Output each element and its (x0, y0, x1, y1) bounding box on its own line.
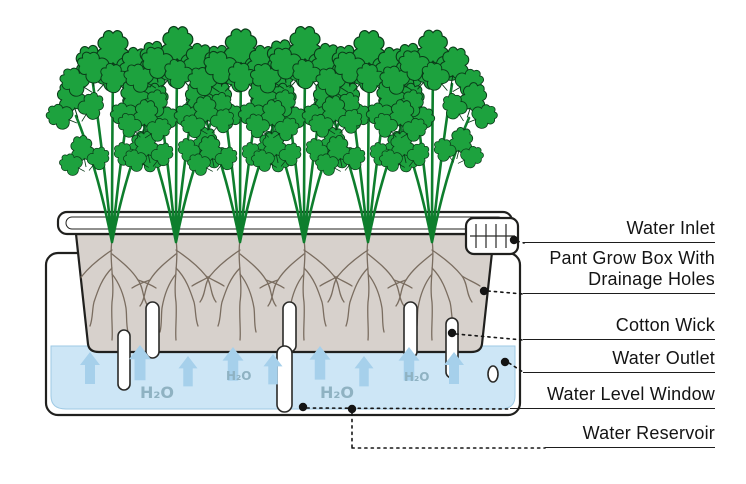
h2o-label: H₂O (320, 383, 354, 402)
plant-foliage (34, 25, 509, 184)
label-grow-box: Pant Grow Box With Drainage Holes (523, 248, 715, 294)
water-inlet-port (464, 216, 520, 256)
grow-box-rim (56, 210, 514, 236)
leader-cotton-wick (455, 333, 524, 341)
dot-water-outlet (500, 357, 510, 367)
leader-grow-box (487, 290, 524, 295)
water-outlet (487, 365, 499, 383)
dot-water-inlet (509, 235, 519, 245)
dot-water-level-window (298, 402, 308, 412)
label-water-inlet-text: Water Inlet (626, 218, 715, 238)
dot-cotton-wick (447, 328, 457, 338)
cotton-wick (282, 301, 297, 353)
water-level-window (276, 345, 293, 413)
label-cotton-wick-text: Cotton Wick (615, 315, 715, 335)
dot-grow-box (479, 286, 489, 296)
leader-water-reservoir (351, 412, 546, 449)
label-water-inlet: Water Inlet (523, 218, 715, 243)
callout-dots (298, 235, 519, 414)
label-water-level-window: Water Level Window (510, 384, 715, 409)
leader-lines (306, 240, 546, 449)
h2o-label: H₂O (226, 369, 252, 383)
cotton-wick (117, 329, 131, 391)
dot-water-reservoir (347, 404, 357, 414)
label-water-outlet-text: Water Outlet (612, 348, 715, 368)
leader-water-inlet (516, 240, 525, 244)
h2o-label: H₂O (140, 383, 174, 402)
label-water-level-window-text: Water Level Window (547, 384, 715, 404)
label-water-reservoir-text: Water Reservoir (582, 423, 715, 443)
label-water-outlet: Water Outlet (523, 348, 715, 373)
leader-water-outlet (508, 362, 524, 373)
h2o-label: H₂O (404, 370, 430, 384)
label-grow-box-line2: Drainage Holes (588, 269, 715, 289)
leader-water-level-window (306, 407, 511, 410)
label-grow-box-line1: Pant Grow Box With (549, 248, 715, 268)
label-water-reservoir: Water Reservoir (545, 423, 715, 448)
cotton-wick (145, 301, 160, 359)
label-cotton-wick: Cotton Wick (523, 315, 715, 340)
